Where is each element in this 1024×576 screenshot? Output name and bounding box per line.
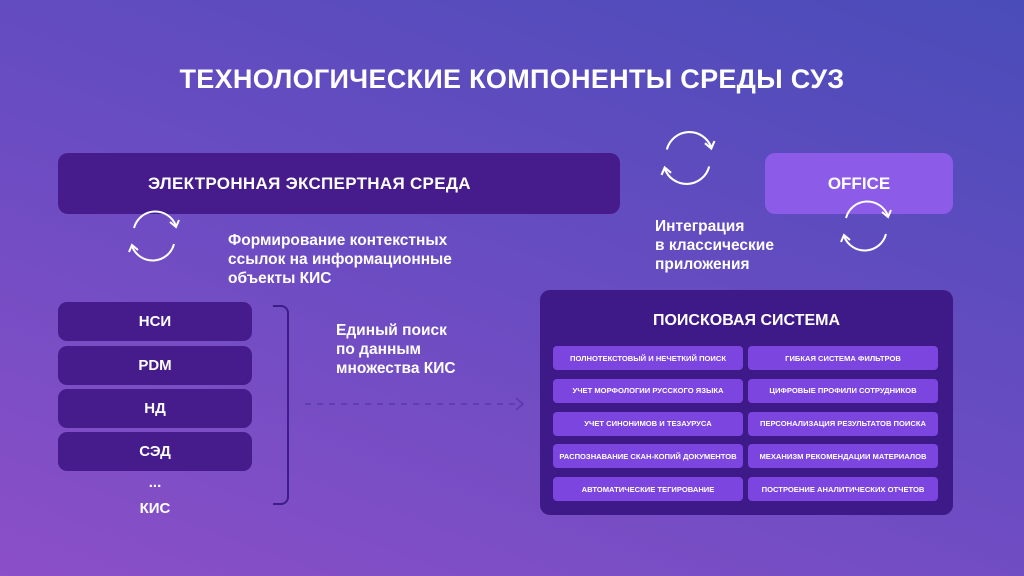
slide-title: ТЕХНОЛОГИЧЕСКИЕ КОМПОНЕНТЫ СРЕДЫ СУЗ [179,64,845,94]
text-line: Формирование контекстных [228,232,448,249]
text-line: в классические [655,237,774,254]
system-pdm: PDM [58,346,252,385]
context-links-text: Формирование контекстных ссылок на инфор… [228,231,452,288]
feature-item: ПОЛНОТЕКСТОВЫЙ И НЕЧЕТКИЙ ПОИСК [553,346,743,370]
text-line: объекты КИС [228,270,332,287]
sync-cycle-icon [660,130,716,186]
dashed-arrow-icon [305,397,525,411]
kis-label: КИС [139,500,171,517]
feature-item: ПЕРСОНАЛИЗАЦИЯ РЕЗУЛЬТАТОВ ПОИСКА [748,411,938,436]
ellipsis: ... [148,474,162,491]
feature-item: УЧЕТ МОРФОЛОГИИ РУССКОГО ЯЗЫКА [553,378,743,403]
feature-item: ПОСТРОЕНИЕ АНАЛИТИЧЕСКИХ ОТЧЕТОВ [748,477,938,502]
text-line: Единый поиск [336,322,447,339]
text-line: множества КИС [336,360,456,377]
feature-item: РАСПОЗНАВАНИЕ СКАН-КОПИЙ ДОКУМЕНТОВ [553,444,743,469]
system-sed: СЭД [58,432,252,471]
unified-search-text: Единый поиск по данным множества КИС [336,321,456,378]
bracket [273,305,289,505]
text-line: по данным [336,341,422,358]
feature-item: АВТОМАТИЧЕСКИЕ ТЕГИРОВАНИЕ [553,477,743,502]
system-nd: НД [58,389,252,428]
feature-item: ЦИФРОВЫЕ ПРОФИЛИ СОТРУДНИКОВ [748,378,938,403]
system-nsi: НСИ [58,302,252,341]
text-line: Интеграция [655,218,745,235]
text-line: приложения [655,256,750,273]
sync-cycle-icon [128,210,180,262]
feature-item: МЕХАНИЗМ РЕКОМЕНДАЦИИ МАТЕРИАЛОВ [748,444,938,469]
integration-text: Интеграция в классические приложения [655,217,774,274]
text-line: ссылок на информационные [228,251,452,268]
expert-environment-box: ЭЛЕКТРОННАЯ ЭКСПЕРТНАЯ СРЕДА [58,153,620,214]
feature-item: УЧЕТ СИНОНИМОВ И ТЕЗАУРУСА [553,411,743,436]
search-system-panel: ПОИСКОВАЯ СИСТЕМА ПОЛНОТЕКСТОВЫЙ И НЕЧЕТ… [540,290,953,515]
sync-cycle-icon [840,200,892,252]
search-system-title: ПОИСКОВАЯ СИСТЕМА [652,312,840,329]
feature-item: ГИБКАЯ СИСТЕМА ФИЛЬТРОВ [748,346,938,370]
